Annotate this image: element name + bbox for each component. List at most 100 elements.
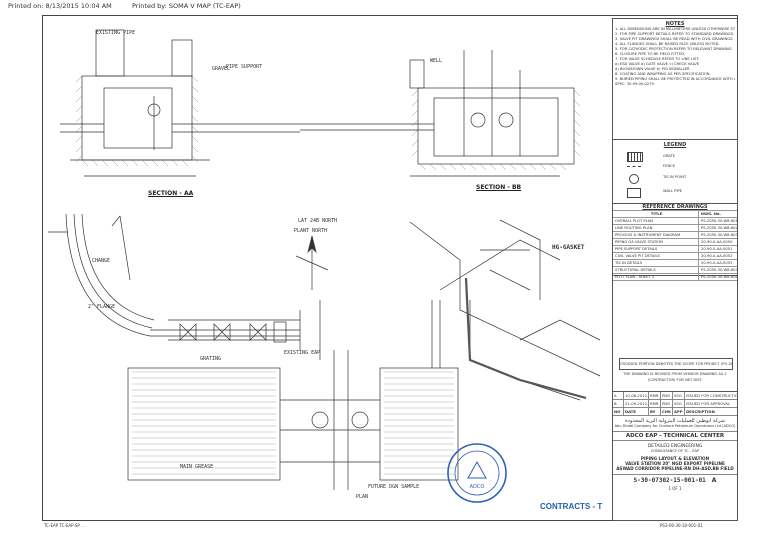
printed-by-text: Printed by: SOMA V MAP (TC-EAP)	[132, 2, 241, 10]
reference-title-cell: PIPE SUPPORT DETAILS	[613, 246, 699, 252]
section-bb-drawing	[300, 50, 575, 177]
revised-note: (CONTRACTOR) FOR NET DIST.	[647, 378, 703, 382]
legend-item: FENCE	[663, 164, 676, 168]
north-arrow	[295, 235, 329, 290]
drawing-title-line: ASWAD CORRIDOR PIPELINE-RN DH-ASD.BB FIE…	[616, 466, 734, 471]
company-stamp-seal: ADCO	[447, 443, 507, 503]
svg-text:ADCO: ADCO	[470, 484, 485, 490]
drawing-number: S-30-07302-15-001-01	[633, 477, 706, 484]
rev-by: RMR	[649, 400, 661, 407]
company-english-name: Abu Dhabi Company for Onshore Petroleum …	[614, 424, 736, 428]
remarks-panel: CROSSED PORTION DENOTES THE SCOPE FOR PR…	[612, 276, 738, 392]
rev-date: 21-09-2012	[625, 400, 649, 407]
reference-title: REFERENCE DRAWINGS	[613, 204, 737, 211]
hg-gasket-label: HG-GASKET	[552, 244, 585, 251]
reference-title-cell: PLOT PLAN - SHEET 2	[613, 274, 699, 280]
reference-dwg-cell: PS-2050-30-W8-602	[701, 226, 737, 230]
reference-dwg-cell: 20-90-0-AA-0051	[701, 247, 733, 251]
note-line: 6. CLOSURE PIPE TO BE FIELD FITTED.	[615, 52, 686, 56]
footer-left-text: TC-EAP TC-EAP-SP ...	[44, 523, 85, 528]
legend-panel: LEGEND GRATE FENCE TIE-IN POINT WALL PIP…	[612, 140, 738, 204]
true-north-label: LAT 24B NORTH	[298, 218, 338, 224]
valve-train	[168, 300, 321, 360]
drawing-label: PLAN	[356, 494, 369, 500]
reference-drawings-panel: REFERENCE DRAWINGS TITLE DWG. No. OVERAL…	[612, 204, 738, 281]
note-line: 8. COATING AND WRAPPING AS PER SPECIFICA…	[615, 72, 711, 76]
revision-table: A 10-06-2012 RMR PDR SSG ISSUED FOR CONS…	[612, 392, 738, 416]
rev-no: B	[613, 400, 624, 407]
note-line: 9. BURIED PIPING SHALL BE PROTECTED IN A…	[615, 77, 735, 81]
cross-note-box: CROSSED PORTION DENOTES THE SCOPE FOR PR…	[619, 358, 733, 370]
note-line: 5. FOR CATHODIC PROTECTION REFER TO RELE…	[615, 47, 733, 51]
drawing-label: GRATING	[200, 356, 222, 362]
reference-dwg-cell: PS-2050-30-W8-608	[701, 275, 737, 279]
revision-row: B 21-09-2012 RMR PDR SSG ISSUED FOR APPR…	[613, 400, 737, 408]
printed-on-text: Printed on: 8/13/2015 10:04 AM	[8, 2, 112, 10]
legend-item: WALL PIPE	[663, 189, 683, 193]
note-line: 2. FOR PIPE SUPPORT DETAILS REFER TO STA…	[615, 32, 735, 36]
reference-title-cell: LINE ROUTING PLAN	[613, 225, 699, 231]
note-line: 7. FOR VALVE SCHEDULE REFER TO LINE LIST…	[615, 57, 700, 61]
company-arabic-name: شركة أبوظبي للعمليات البترولية البرية ال…	[625, 418, 725, 424]
reference-dwg-cell: PS-2050-30-W8-601	[701, 219, 737, 223]
reference-title-cell: TIE-IN DETAILS	[613, 260, 699, 266]
reference-dwg-cell: 20-90-0-AA-0052	[701, 254, 733, 258]
rev-app: SSG	[673, 400, 685, 407]
rev-chk: PDR	[661, 400, 673, 407]
revised-note: THE DRAWING IS REVISED FROM VENDOR DRAWI…	[623, 372, 727, 376]
sub-title-2: CONSULTANCY OF TC - EAP	[650, 449, 700, 453]
rev-desc-header: DESCRIPTION	[686, 409, 715, 414]
reference-title-cell: STRUCTURAL DETAILS	[613, 267, 699, 273]
rev-chk-header: CHK	[661, 408, 673, 415]
pipeline-route	[48, 213, 300, 337]
note-line: 1. ALL DIMENSIONS ARE IN MILLIMETERS UNL…	[615, 27, 735, 31]
grate-symbol-icon	[627, 152, 643, 162]
reference-dwg-cell: PS-2050-30-W8-607	[701, 268, 737, 272]
company-panel: شركة أبوظبي للعمليات البترولية البرية ال…	[612, 416, 738, 521]
company-short-name: ADCO EAP - TECHNICAL CENTER	[613, 431, 737, 441]
section-bb-label: SECTION - BB	[476, 184, 522, 191]
section-aa-drawing	[60, 29, 300, 177]
sub-title: DETAILED ENGINEERING	[647, 444, 703, 449]
wall-pipe-symbol-icon	[627, 188, 641, 198]
rev-no-header: NO	[613, 408, 624, 415]
drawing-label: GRAVEL	[212, 66, 231, 72]
reference-col-dwg: DWG. No.	[701, 212, 721, 216]
reference-title-cell: OVERALL PLOT PLAN	[613, 218, 699, 224]
revision-header-row: NO DATE BY CHK APP DESCRIPTION	[613, 408, 737, 416]
plan-view	[127, 300, 459, 490]
isometric-view	[409, 219, 601, 401]
drawing-label: 2" FLANGE	[88, 304, 116, 310]
section-aa-label: SECTION - AA	[148, 190, 194, 197]
drawing-label: EXISTING PIPE	[96, 30, 136, 36]
rev-desc: ISSUED FOR APPROVAL	[686, 401, 731, 406]
note-line: SPEC. 30.99.00.0279.	[615, 82, 655, 86]
drawing-label: EXISTING EAP	[284, 350, 321, 356]
rev-chk: PDR	[661, 392, 673, 399]
drawing-title-line: VALVE STATION 20" NGD EXPORT PIPELINE	[625, 461, 725, 466]
drawing-label: CHANGE	[92, 258, 111, 264]
legend-item: GRATE	[663, 154, 676, 158]
note-line: 4. ALL FLANGES SHALL BE RAISED FACE UNLE…	[615, 42, 720, 46]
note-line: d) BLOWDOWN VALVE e) PIG SIGNALLER	[615, 67, 690, 71]
notes-panel: NOTES 1. ALL DIMENSIONS ARE IN MILLIMETE…	[612, 18, 738, 140]
drawing-title-line: PIPING LAYOUT & ELEVATION	[640, 456, 710, 461]
rev-by-header: BY	[649, 408, 661, 415]
rev-no: A	[613, 392, 624, 399]
rev-desc: ISSUED FOR CONSTRUCTION	[686, 393, 737, 398]
rev-app: SSG	[673, 392, 685, 399]
legend-item: TIE-IN POINT	[663, 175, 687, 179]
reference-col-title: TITLE	[613, 211, 699, 217]
footer-right-text: PS3-00-30-10-001-01	[660, 523, 703, 528]
reference-title-cell: PIPING GA VALVE STATION	[613, 239, 699, 245]
fence-symbol-icon	[627, 166, 641, 167]
reference-header-row: TITLE DWG. No.	[613, 211, 737, 218]
reference-dwg-cell: 20-90-0-AA-0053	[701, 261, 733, 265]
